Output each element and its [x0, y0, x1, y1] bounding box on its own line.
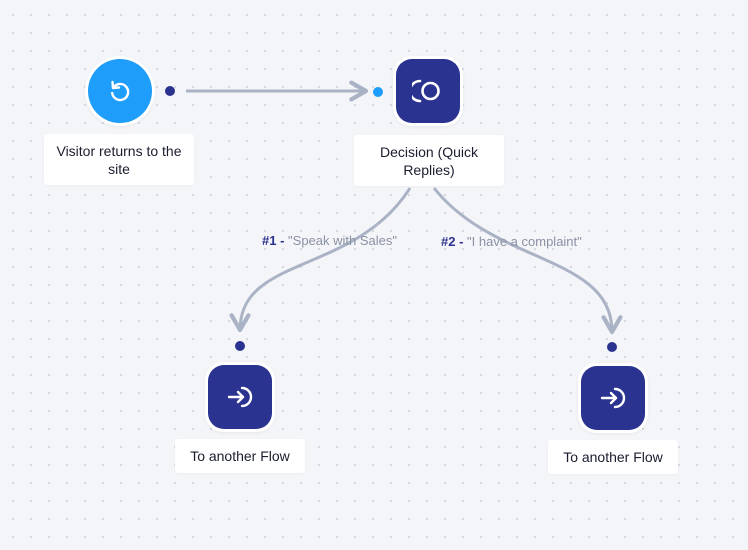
flow-left-label-text: To another Flow	[190, 448, 290, 464]
trigger-label: Visitor returns to the site	[44, 134, 194, 185]
flow-right-label: To another Flow	[548, 440, 678, 474]
flow-left-label: To another Flow	[175, 439, 305, 473]
decision-input-port[interactable]	[373, 87, 383, 97]
flow-left-node[interactable]	[205, 362, 275, 432]
decision-label: Decision (Quick Replies)	[354, 135, 504, 186]
branch-2-number: #2 -	[441, 234, 464, 249]
flow-right-label-text: To another Flow	[563, 449, 663, 465]
trigger-output-port[interactable]	[165, 86, 175, 96]
enter-flow-icon	[208, 365, 272, 429]
branch-1-text: "Speak with Sales"	[288, 233, 397, 248]
enter-flow-icon	[581, 366, 645, 430]
branch-1-number: #1 -	[262, 233, 285, 248]
branch-label-2: #2 - "I have a complaint"	[441, 234, 582, 249]
trigger-node[interactable]	[85, 56, 155, 126]
flow-left-input-port[interactable]	[235, 341, 245, 351]
decision-node[interactable]	[393, 56, 463, 126]
branch-label-1: #1 - "Speak with Sales"	[262, 233, 397, 248]
branch-2-text: "I have a complaint"	[467, 234, 582, 249]
edge-branch-1	[229, 187, 412, 333]
flow-right-node[interactable]	[578, 363, 648, 433]
flow-right-input-port[interactable]	[607, 342, 617, 352]
trigger-label-text: Visitor returns to the site	[56, 142, 182, 177]
refresh-icon	[88, 59, 152, 123]
decision-label-text: Decision (Quick Replies)	[379, 143, 479, 178]
edge-branch-2	[432, 187, 623, 335]
decision-icon	[396, 59, 460, 123]
